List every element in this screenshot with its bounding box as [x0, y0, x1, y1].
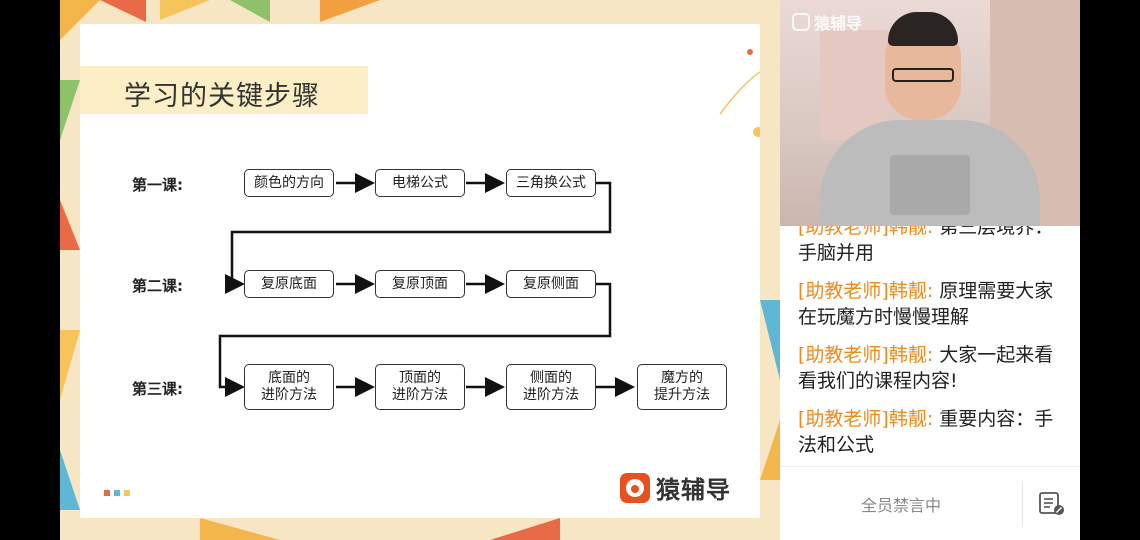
decor-triangle — [60, 80, 80, 140]
step-line: 侧面的 — [530, 370, 572, 386]
step-box: 侧面的 进阶方法 — [506, 364, 596, 410]
mute-status: 全员禁言中 — [860, 496, 941, 515]
brand-icon — [620, 472, 650, 503]
brand-name: 猿辅导 — [656, 476, 731, 504]
step-box: 三角换公式 — [506, 169, 596, 197]
step-line: 顶面的 — [399, 370, 441, 386]
slide-title: 学习的关键步骤 — [124, 81, 320, 112]
dot — [114, 490, 120, 496]
chat-text: 重要内容：手法和公式 — [798, 408, 1054, 456]
shirt-print — [890, 155, 970, 215]
step-box: 颜色的方向 — [244, 169, 334, 197]
slide-card: 学习的关键步骤 第一 — [80, 24, 760, 518]
chat-footer: 全员禁言中 — [780, 466, 1080, 540]
chat-sender: [助教老师]韩靓: — [798, 280, 934, 302]
step-box: 底面的 进阶方法 — [244, 364, 334, 410]
decor-dot — [753, 127, 760, 137]
message-list-icon[interactable] — [1038, 491, 1066, 517]
decor-triangle — [60, 330, 80, 400]
wall-decoration — [820, 30, 890, 140]
page-dots — [104, 490, 130, 496]
chat-sender: [助教老师]韩靓: — [798, 408, 934, 430]
brand-logo: 猿辅导 — [620, 470, 731, 505]
dot — [104, 490, 110, 496]
step-box: 魔方的 提升方法 — [637, 364, 727, 410]
chat-panel[interactable]: [助教老师]韩靓: 第三层境界：手脑并用 [助教老师]韩靓: 原理需要大家在玩魔… — [780, 226, 1080, 466]
decor-triangle — [320, 0, 380, 22]
letterbox-right — [1080, 0, 1140, 540]
lesson-3-label: 第三课: — [132, 380, 183, 398]
decor-triangle — [760, 420, 780, 480]
chat-message: [助教老师]韩靓: 大家一起来看看我们的课程内容! — [798, 342, 1068, 394]
decor-triangle — [100, 0, 146, 22]
video-logo-text: 猿辅导 — [814, 14, 863, 33]
step-line: 底面的 — [268, 370, 310, 386]
decor-triangle — [760, 300, 780, 380]
step-line: 进阶方法 — [523, 387, 579, 403]
lesson-1-label: 第一课: — [132, 176, 183, 194]
row-connector — [225, 181, 612, 294]
chat-message: [助教老师]韩靓: 第三层境界：手脑并用 — [798, 226, 1068, 266]
slide-background: 学习的关键步骤 第一 — [60, 0, 780, 540]
decor-triangle — [60, 450, 80, 510]
step-line: 进阶方法 — [392, 387, 448, 403]
dot — [124, 490, 130, 496]
teacher-hair — [888, 12, 958, 46]
chat-sender: [助教老师]韩靓: — [798, 344, 934, 366]
chat-message: [助教老师]韩靓: 原理需要大家在玩魔方时慢慢理解 — [798, 278, 1068, 330]
step-line: 提升方法 — [654, 387, 710, 403]
flow-connectors — [218, 49, 760, 397]
teacher-glasses — [892, 68, 954, 82]
chat-text: 大家一起来看看我们的课程内容! — [798, 344, 1054, 392]
footer-divider — [1022, 481, 1023, 527]
step-box: 复原底面 — [244, 270, 334, 298]
chat-message: [助教老师]韩靓: 重要内容：手法和公式 — [798, 406, 1068, 458]
decor-triangle — [160, 0, 210, 20]
chat-text: 原理需要大家在玩魔方时慢慢理解 — [798, 280, 1054, 328]
decor-triangle — [230, 0, 270, 22]
chat-sender: [助教老师]韩靓: — [798, 226, 934, 238]
title-band — [80, 66, 368, 114]
decor-dot — [747, 49, 753, 55]
step-box: 顶面的 进阶方法 — [375, 364, 465, 410]
step-box: 复原侧面 — [506, 270, 596, 298]
step-box: 电梯公式 — [375, 169, 465, 197]
chat-text: 第三层境界：手脑并用 — [798, 226, 1054, 264]
decor-triangle — [60, 200, 80, 250]
decor-triangle — [200, 518, 280, 540]
row-connector — [218, 282, 612, 397]
video-logo-overlay: 猿辅导 — [792, 10, 862, 34]
step-line: 进阶方法 — [261, 387, 317, 403]
decor-orbit — [719, 71, 760, 115]
brand-icon — [792, 13, 810, 31]
lesson-2-label: 第二课: — [132, 277, 183, 295]
step-line: 魔方的 — [661, 370, 703, 386]
decor-triangle — [490, 518, 560, 540]
step-box: 复原顶面 — [375, 270, 465, 298]
teacher-video[interactable]: 猿辅导 — [780, 0, 1080, 226]
